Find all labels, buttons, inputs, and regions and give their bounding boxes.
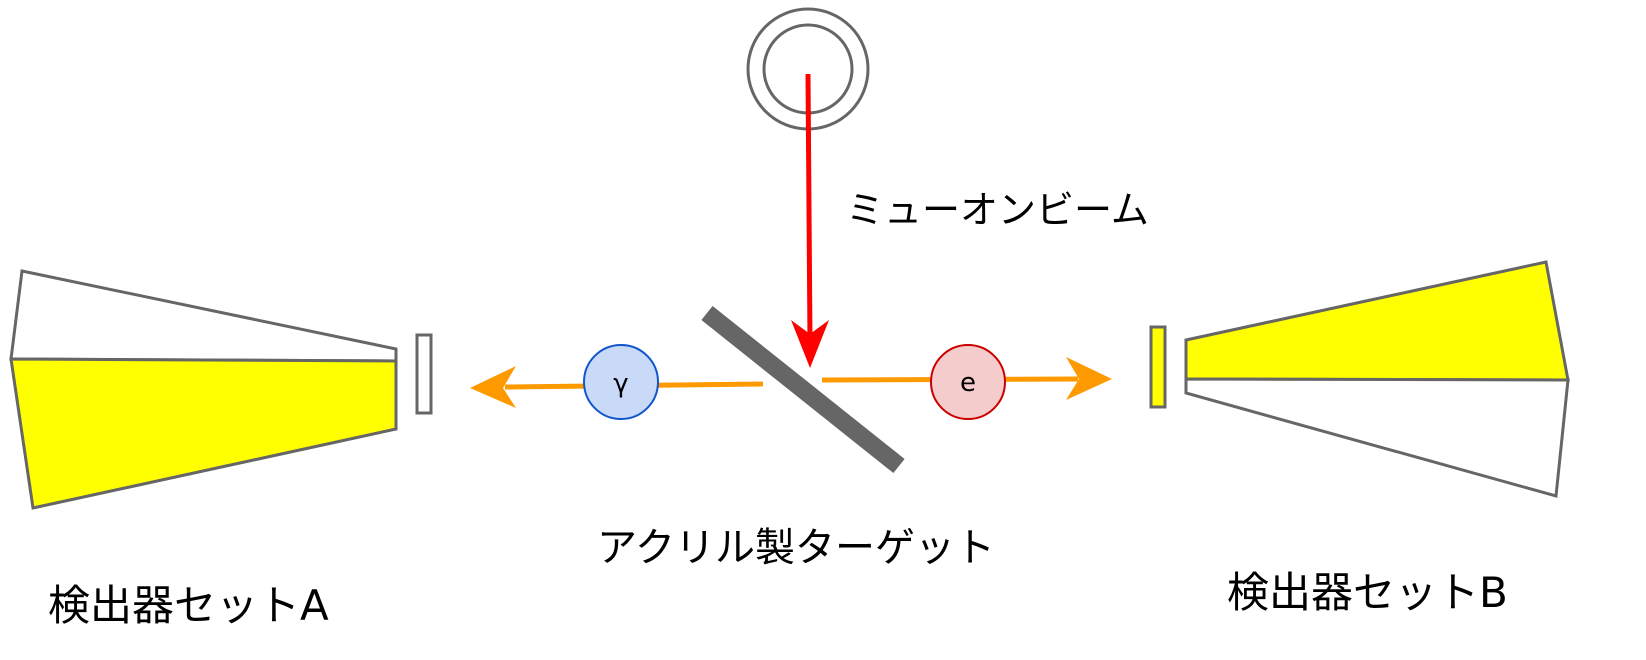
detector-a-upper-section [9, 269, 398, 363]
detector-b-lower-section [1184, 377, 1570, 498]
detector-b-plate [1149, 325, 1167, 409]
muon-source-icon [746, 7, 870, 131]
detector-set-b [1149, 260, 1570, 498]
detector-a-lower-section [9, 357, 398, 510]
detector-b-label: 検出器セットB [1227, 568, 1508, 617]
detector-b-upper-section [1184, 260, 1570, 382]
acrylic-target [701, 305, 905, 474]
detector-set-a [9, 269, 433, 510]
gamma-symbol: γ [613, 369, 628, 399]
target-label: アクリル製ターゲット [597, 525, 995, 571]
electron-symbol: e [960, 368, 976, 398]
detector-a-plate [415, 333, 433, 415]
detector-a-label: 検出器セットA [48, 581, 329, 630]
electron-particle: e [930, 344, 1006, 420]
muon-beam-arrow [791, 73, 829, 368]
gamma-particle: γ [583, 344, 659, 420]
muon-beam-label: ミューオンビーム [846, 188, 1149, 232]
